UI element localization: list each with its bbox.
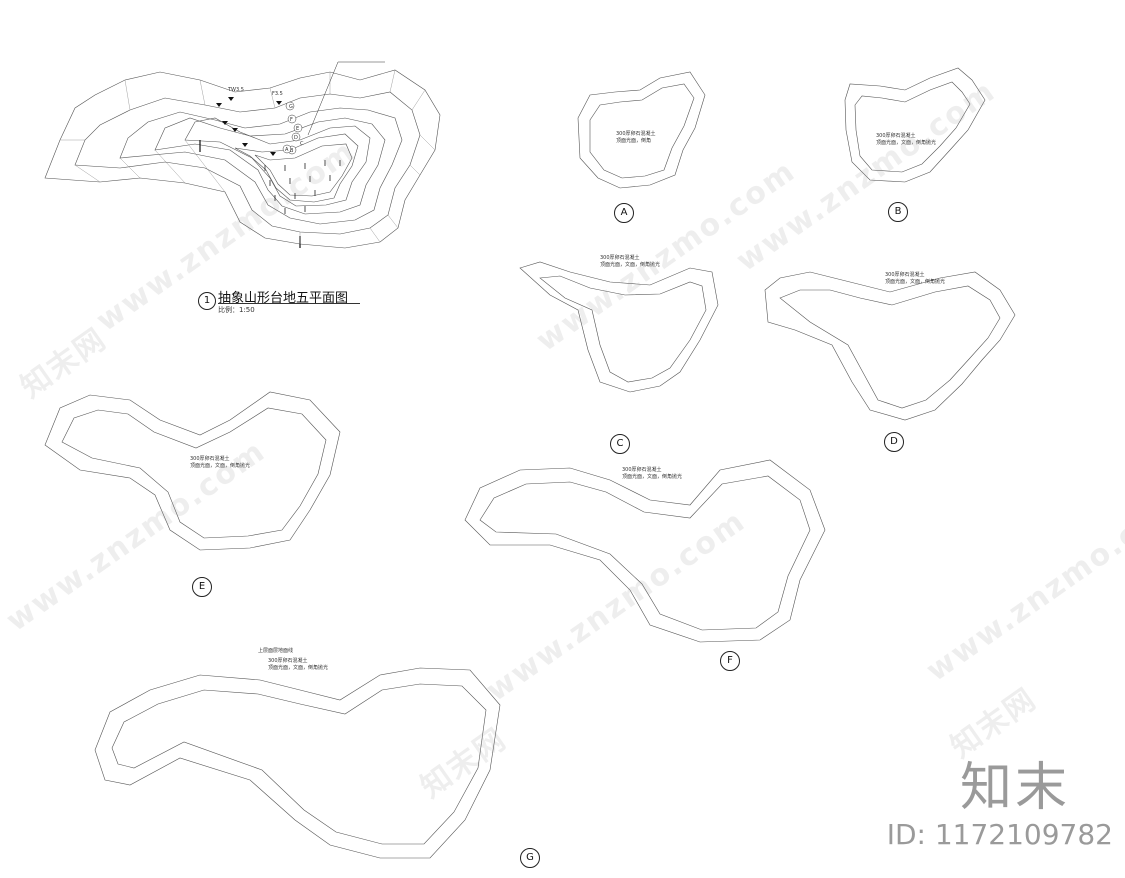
- title-underline: [218, 303, 360, 304]
- section-d-outline: [764, 271, 1016, 421]
- section-f-note: 300厚卵石混凝土: [622, 467, 662, 473]
- section-a-note: 300厚卵石混凝土: [616, 131, 656, 137]
- plan-title: 抽象山形台地五平面图: [218, 291, 349, 306]
- section-a-note: 顶面光面，倒角: [616, 138, 652, 144]
- section-marker-f: F: [720, 651, 740, 671]
- section-c-note: 顶面光面，文面，倒角抛光: [600, 262, 661, 268]
- plan-scale: 比例：1:50: [218, 306, 255, 314]
- level-letter: G: [289, 104, 293, 110]
- section-f-note: 顶面光面，文面，倒角抛光: [622, 474, 683, 480]
- level-letter: F: [290, 117, 293, 123]
- elevation-tag: TW3.5: [228, 87, 244, 93]
- section-e-outline: [44, 391, 341, 551]
- section-b-note: 顶面光面，文面，倒角抛光: [876, 140, 937, 146]
- section-g-note: 300厚卵石混凝土: [268, 658, 308, 664]
- main-terrace-plan: [44, 61, 441, 249]
- level-letter: D: [294, 135, 298, 141]
- section-marker-e: E: [192, 577, 212, 597]
- section-marker-b: B: [888, 202, 908, 222]
- elevation-tag: F3.5: [272, 91, 283, 97]
- section-c-note: 300厚卵石混凝土: [600, 255, 640, 261]
- section-b-note: 300厚卵石混凝土: [876, 133, 916, 139]
- plan-number-badge: 1: [198, 292, 216, 310]
- section-g-note: 顶面光面，文面，倒角抛光: [268, 665, 329, 671]
- section-marker-a: A: [614, 203, 634, 223]
- section-e-note: 300厚卵石混凝土: [190, 456, 230, 462]
- id-watermark: ID: 1172109782: [886, 818, 1113, 851]
- level-letter: C: [300, 141, 304, 147]
- section-g-note: 上层面层地面线: [258, 648, 294, 654]
- section-c-outline: [519, 261, 719, 393]
- level-letter: A: [285, 147, 289, 153]
- section-marker-d: D: [884, 432, 904, 452]
- section-marker-g: G: [520, 848, 540, 868]
- level-letter: B: [290, 148, 294, 154]
- section-f-outline: [464, 459, 826, 643]
- brand-watermark: 知末: [959, 758, 1070, 818]
- section-b-outline: [844, 67, 986, 183]
- section-a-outline: [577, 71, 706, 189]
- section-d-note: 顶面光面，文面，倒角抛光: [885, 279, 946, 285]
- section-g-outline: [94, 667, 501, 859]
- section-e-note: 顶面光面，文面，倒角抛光: [190, 463, 251, 469]
- level-letter: E: [296, 126, 300, 132]
- section-d-note: 300厚卵石混凝土: [885, 272, 925, 278]
- section-marker-c: C: [610, 434, 630, 454]
